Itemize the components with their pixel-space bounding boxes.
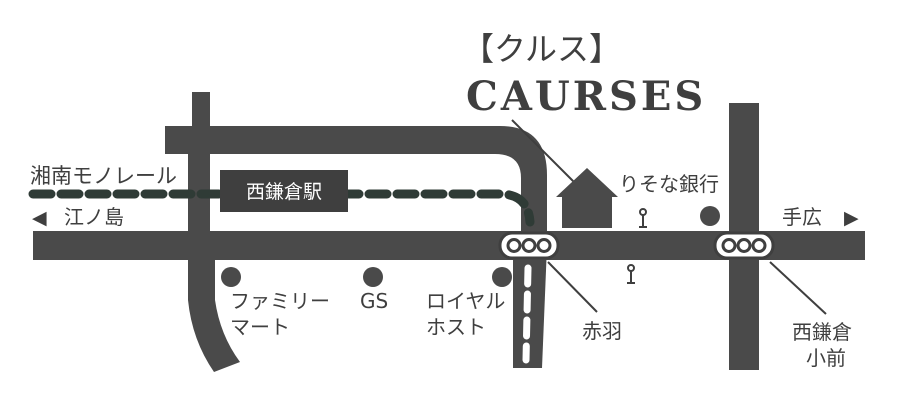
monorail-line (28, 189, 535, 364)
traffic-signal-icon (713, 231, 775, 260)
nishikamakura-label-2: 小前 (806, 346, 846, 370)
title-kana: 【クルス】 (462, 30, 621, 68)
title-leader-line (511, 119, 579, 187)
left-arrow-icon: ◀ (32, 207, 47, 229)
direction-left-label: 江ノ島 (64, 205, 124, 229)
title-roman: CAURSES (466, 73, 706, 120)
house-icon (556, 168, 618, 228)
akabane-label: 赤羽 (582, 319, 622, 343)
monorail-track (28, 189, 535, 227)
monorail-track-south (522, 264, 532, 364)
pin-icon (639, 208, 647, 228)
upper-loop-road (165, 92, 547, 238)
royal-host-label-2: ホスト (426, 315, 486, 339)
nishikamakura-label: 西鎌倉 (792, 320, 852, 344)
akabane-leader-line (547, 261, 598, 313)
gas-station-label: GS (360, 289, 388, 313)
family-mart-label-2: マート (230, 315, 290, 339)
nishikamakura-leader-line (769, 261, 827, 315)
left-lower-road (188, 250, 240, 372)
family-mart-marker-icon (221, 267, 241, 287)
royal-host-label: ロイヤル (426, 289, 505, 313)
family-mart-label: ファミリー (230, 289, 330, 313)
station-box (220, 170, 348, 212)
station-label: 西鎌倉駅 (246, 181, 322, 203)
bank-marker-icon (700, 206, 720, 226)
gas-station-marker-icon (363, 267, 383, 287)
right-arrow-icon: ▶ (844, 207, 859, 229)
rail-line-label: 湘南モノレール (30, 164, 177, 188)
direction-right-label: 手広 (782, 205, 822, 229)
royal-host-marker-icon (492, 267, 512, 287)
bank-label: りそな銀行 (619, 172, 719, 196)
traffic-signal-icon (498, 231, 560, 260)
pin-icon (627, 264, 635, 284)
